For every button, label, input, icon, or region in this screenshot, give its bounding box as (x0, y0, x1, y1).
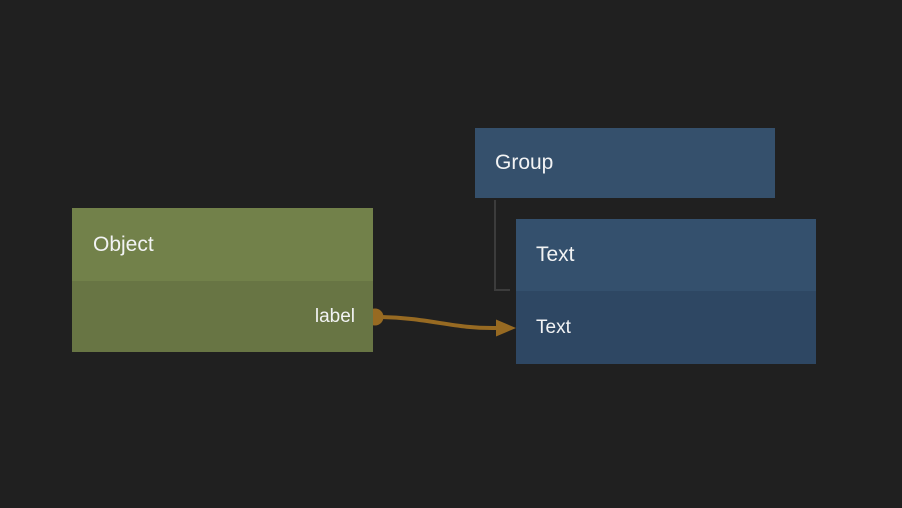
node-object-output-row[interactable]: label (72, 281, 373, 352)
node-group[interactable]: Group (475, 128, 775, 198)
node-object-title: Object (93, 232, 154, 256)
edge-object-label-to-text[interactable] (375, 315, 500, 331)
node-object-header: Object (72, 208, 373, 281)
output-port-label: label (314, 305, 355, 327)
node-text-title: Text (536, 243, 575, 266)
node-group-title: Group (495, 151, 554, 174)
node-text[interactable]: Text Text (516, 219, 816, 364)
input-port-label: Text (536, 316, 571, 338)
node-text-header: Text (516, 219, 816, 291)
hierarchy-connector-line (494, 200, 510, 291)
node-group-header: Group (475, 128, 775, 198)
node-text-input-row[interactable]: Text (516, 291, 816, 364)
node-object[interactable]: Object label (72, 208, 373, 352)
